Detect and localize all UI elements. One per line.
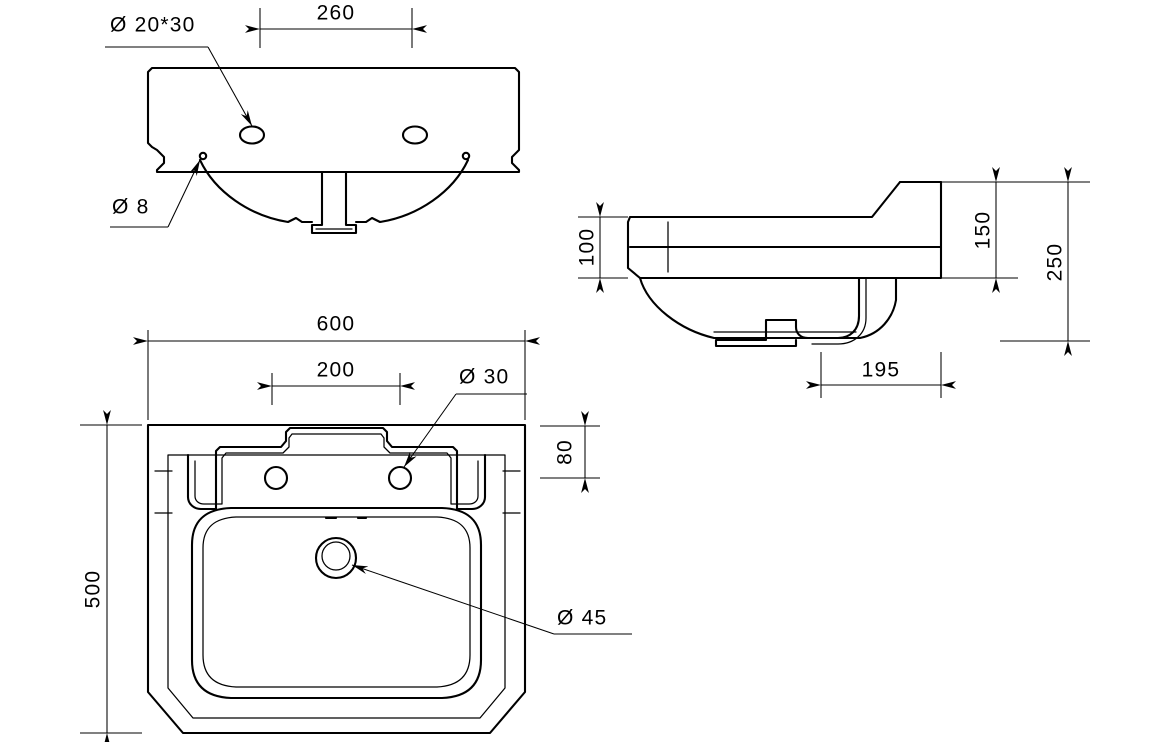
plan-tap-hole-right — [387, 465, 413, 491]
dimension-260-label: 260 — [317, 2, 356, 25]
dimension-195-label: 195 — [862, 359, 901, 382]
plan-waste-outlet-inner — [321, 541, 351, 571]
front-elevation-view: Ø 20*30 Ø 8 260 — [105, 2, 521, 235]
dimension-500: 500 — [80, 410, 142, 742]
dimension-195: 195 — [806, 352, 956, 398]
callout-8-label: Ø 8 — [112, 196, 149, 219]
dimension-250-label: 250 — [1044, 243, 1067, 282]
plan-outer-outline — [146, 423, 527, 735]
callout-20x30-label: Ø 20*30 — [110, 14, 195, 37]
dimension-500-label: 500 — [82, 570, 105, 609]
callout-20x30-leader — [207, 46, 253, 127]
dimension-600: 600 — [133, 313, 540, 420]
front-body-outline — [146, 66, 521, 174]
plan-view: Ø 30 Ø 45 600 200 — [80, 313, 632, 742]
dimension-80-label: 80 — [554, 439, 577, 465]
callout-8-leader — [167, 159, 201, 228]
dimension-80: 80 — [540, 411, 600, 493]
side-bowl-curve — [638, 276, 898, 340]
front-overflow-slot-right — [401, 125, 429, 145]
side-body-outline — [626, 180, 943, 280]
dimension-100-label: 100 — [576, 228, 599, 267]
dimension-200: 200 — [257, 359, 415, 405]
dimension-260: 260 — [245, 2, 427, 48]
callout-30-leader — [403, 393, 457, 468]
dimension-250: 250 — [1000, 167, 1090, 356]
plan-bowl-inner — [202, 516, 471, 688]
callout-30-label: Ø 30 — [459, 366, 509, 389]
callout-45-leader — [351, 564, 555, 635]
side-waste-trap — [714, 276, 861, 348]
dimension-100: 100 — [576, 202, 628, 293]
dimension-600-label: 600 — [317, 313, 356, 336]
front-overflow-slot-left — [238, 125, 266, 145]
plan-waste-outlet-outer — [314, 536, 358, 580]
callout-45-label: Ø 45 — [557, 607, 607, 630]
front-fixing-hole-right — [461, 151, 471, 161]
side-waste-trap-inner — [811, 277, 867, 345]
front-bowl-curve-right — [354, 158, 470, 224]
dimension-200-label: 200 — [317, 359, 356, 382]
dimension-150-label: 150 — [972, 211, 995, 250]
plan-bowl-rim — [190, 506, 483, 700]
plan-tap-deck-inner — [194, 433, 479, 505]
plan-inner-rim — [167, 454, 506, 719]
dimension-150: 150 — [941, 167, 1018, 293]
plan-tap-hole-left — [263, 465, 289, 491]
plan-tap-deck — [186, 426, 487, 511]
front-waste-column — [310, 170, 358, 235]
side-elevation-view: 100 150 250 195 — [576, 167, 1090, 398]
front-fixing-hole-left — [198, 151, 208, 161]
front-bowl-curve-left — [198, 158, 314, 224]
